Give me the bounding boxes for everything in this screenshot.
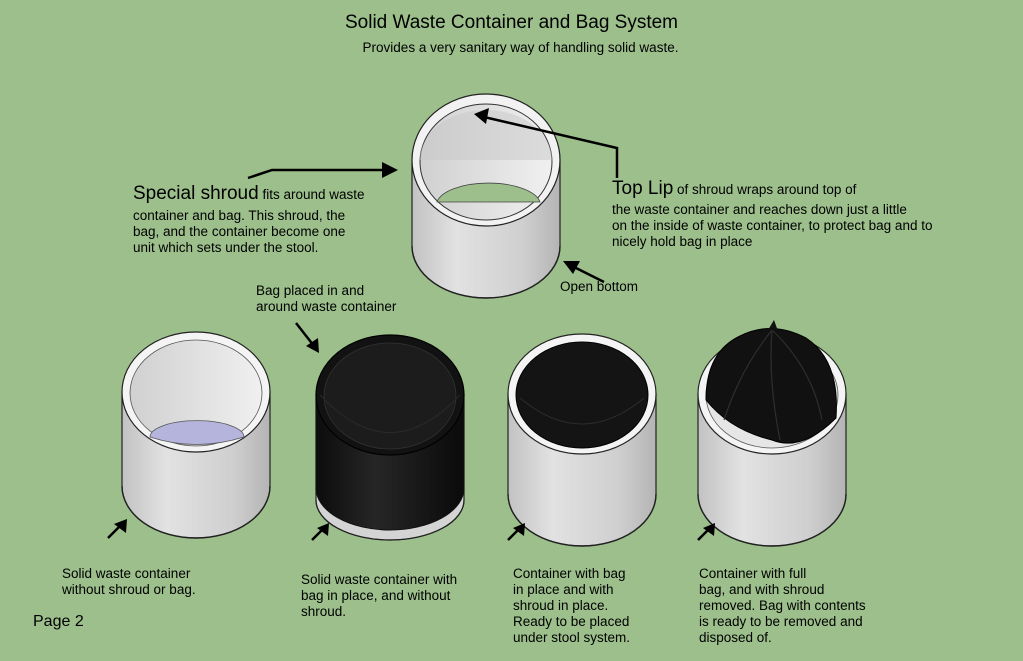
- diagram-title: Solid Waste Container and Bag System: [344, 12, 679, 33]
- arrow-caption-2: [311, 523, 329, 541]
- special-shroud-lines: container and bag. This shroud, the bag,…: [133, 207, 346, 255]
- arrow-open-bottom: [563, 261, 605, 284]
- top-lip-lines: the waste container and reaches down jus…: [612, 201, 933, 249]
- container-full-bag: [697, 320, 847, 547]
- bag-placed-label: Bag placed in and around waste container: [256, 283, 397, 314]
- container-plain: [121, 331, 271, 539]
- page-label: Page 2: [33, 613, 84, 630]
- special-shroud-note: Special shroud fits around waste contain…: [133, 183, 365, 256]
- special-shroud-rest: fits around waste: [258, 187, 365, 202]
- shroud-cylinder: [411, 93, 561, 299]
- arrow-caption-1: [107, 519, 127, 539]
- caption-container-bag-and-shroud: Container with bag in place and with shr…: [513, 566, 631, 645]
- arrow-special-shroud: [247, 162, 398, 180]
- arrow-bag-placed: [295, 322, 319, 353]
- caption-container-with-bag: Solid waste container with bag in place,…: [301, 572, 458, 619]
- container-bag-and-shroud: [507, 333, 657, 547]
- caption-container-full-bag: Container with full bag, and with shroud…: [699, 566, 866, 645]
- container-with-bag: [315, 334, 465, 541]
- arrow-top-lip: [474, 108, 619, 178]
- top-lip-rest: of shroud wraps around top of: [673, 182, 857, 197]
- top-lip-note: Top Lip of shroud wraps around top of th…: [612, 178, 932, 250]
- open-bottom-label: Open bottom: [560, 279, 639, 294]
- top-lip-lead: Top Lip: [612, 178, 674, 199]
- arrow-caption-3: [507, 523, 525, 541]
- diagram-subtitle: Provides a very sanitary way of handling…: [362, 40, 679, 55]
- arrow-caption-4: [697, 523, 715, 541]
- caption-container-plain: Solid waste container without shroud or …: [62, 566, 196, 597]
- special-shroud-lead: Special shroud: [133, 183, 259, 204]
